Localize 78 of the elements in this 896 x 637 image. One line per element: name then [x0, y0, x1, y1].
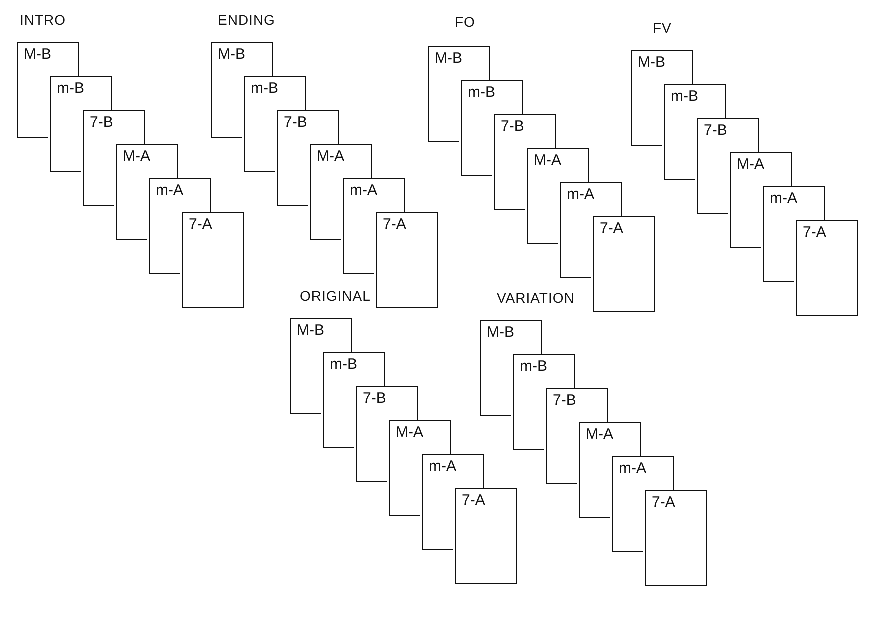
card	[513, 354, 575, 388]
group-heading: ENDING	[218, 12, 276, 28]
card-label: M-A	[317, 148, 344, 165]
card-label: m-A	[567, 186, 594, 203]
card-label: m-B	[57, 80, 84, 97]
card-label: m-A	[429, 458, 456, 475]
card	[244, 76, 306, 110]
card	[389, 420, 451, 454]
card-label: M-A	[534, 152, 562, 169]
card-label: 7-A	[600, 220, 624, 237]
card-label: 7-B	[284, 114, 308, 131]
card	[612, 456, 674, 490]
card-label: M-A	[737, 156, 764, 173]
card-label: 7-A	[189, 216, 212, 233]
group-heading: INTRO	[20, 12, 66, 28]
card-label: M-B	[218, 46, 246, 63]
card	[697, 118, 759, 152]
card	[50, 76, 112, 110]
card	[83, 110, 145, 144]
card-label: 7-B	[363, 390, 386, 407]
card	[579, 422, 641, 456]
card-label: m-A	[156, 182, 184, 199]
card	[455, 488, 517, 584]
card	[17, 42, 79, 76]
card	[480, 320, 542, 354]
card	[461, 80, 523, 114]
card-label: m-A	[350, 182, 378, 199]
card-label: 7-A	[652, 494, 676, 511]
card-label: m-B	[251, 80, 278, 97]
card	[645, 490, 707, 586]
card	[730, 152, 792, 186]
card-label: M-A	[123, 148, 150, 165]
card	[796, 220, 858, 316]
card	[290, 318, 352, 352]
card-label: 7-B	[704, 122, 728, 139]
card-label: m-B	[520, 358, 548, 375]
card	[763, 186, 825, 220]
card	[277, 110, 339, 144]
card	[422, 454, 484, 488]
card	[149, 178, 211, 212]
card-label: 7-B	[90, 114, 114, 131]
card	[593, 216, 655, 312]
group-heading: FO	[455, 14, 476, 30]
card	[428, 46, 490, 80]
card-label: 7-A	[383, 216, 406, 233]
card	[116, 144, 178, 178]
card-label: M-B	[487, 324, 514, 341]
card-label: M-A	[396, 424, 424, 441]
card-label: m-B	[468, 84, 496, 101]
card	[211, 42, 273, 76]
group-heading: VARIATION	[497, 290, 575, 306]
card	[664, 84, 726, 118]
card	[310, 144, 372, 178]
card	[182, 212, 244, 308]
group-heading: ORIGINAL	[300, 288, 371, 304]
card	[560, 182, 622, 216]
card	[546, 388, 608, 422]
group-heading: FV	[653, 20, 672, 36]
card-label: M-B	[638, 54, 666, 71]
card-label: 7-B	[501, 118, 524, 135]
card	[494, 114, 556, 148]
card-label: 7-A	[803, 224, 826, 241]
card	[323, 352, 385, 386]
card-label: m-A	[619, 460, 646, 477]
card-label: m-A	[770, 190, 798, 207]
card	[527, 148, 589, 182]
card-label: 7-B	[553, 392, 576, 409]
card-label: 7-A	[462, 492, 486, 509]
card	[376, 212, 438, 308]
card-label: m-B	[671, 88, 698, 105]
card	[343, 178, 405, 212]
card-label: M-B	[435, 50, 462, 67]
card	[356, 386, 418, 420]
card-label: M-B	[24, 46, 52, 63]
card	[631, 50, 693, 84]
card-label: M-A	[586, 426, 614, 443]
card-label: m-B	[330, 356, 358, 373]
card-label: M-B	[297, 322, 324, 339]
